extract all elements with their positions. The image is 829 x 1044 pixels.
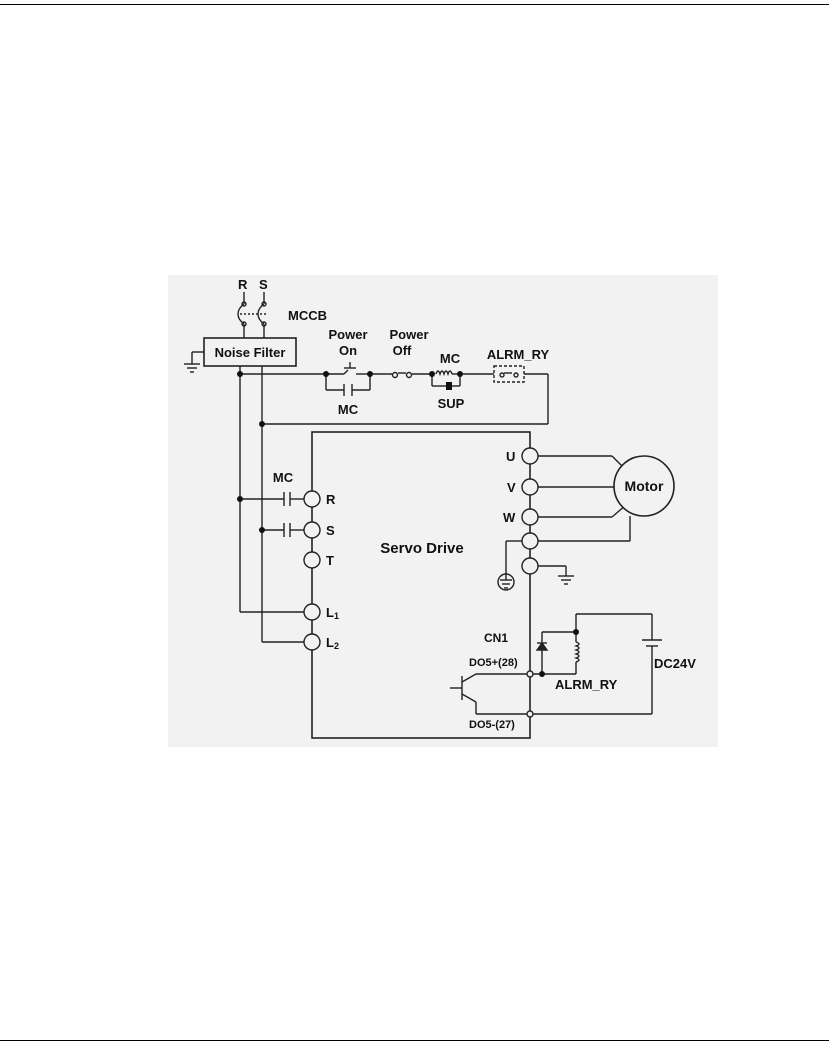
do5-minus-pin [526,710,534,718]
footer-rule [0,1040,829,1041]
label-r-top: R [238,277,248,292]
do5-plus-pin [526,670,534,678]
do5-transistor [450,673,527,715]
label-do5-minus: DO5-(27) [469,719,515,731]
label-s-top: S [259,277,268,292]
earth-ground-icon [558,566,574,585]
label-term-w: W [503,510,516,525]
alrm-ry-contact-box [493,365,525,383]
dc24v-battery [642,614,662,714]
terminal-l2 [303,633,321,651]
motor-circle [613,455,675,517]
label-term-l1: L1 [326,605,339,621]
label-mc-contact: MC [338,402,359,417]
header-rule [0,4,829,5]
servo-drive-box [311,431,531,739]
label-alrm-ry-bottom: ALRM_RY [555,677,618,692]
label-term-v: V [507,480,516,495]
label-term-s: S [326,523,335,538]
mccb-breaker [237,292,267,338]
label-power-off-2: Off [393,343,412,358]
label-mc-coil: MC [440,351,461,366]
terminal-l1 [303,603,321,621]
label-power-on-1: Power [328,327,367,342]
terminal-r [303,490,321,508]
servo-wiring-diagram: R S MCCB Noise Filter Power On Power Off… [168,275,718,747]
label-do5-plus: DO5+(28) [469,657,518,669]
alrm-ry-contact [499,372,519,378]
terminal-t [303,551,321,569]
label-term-u: U [506,449,515,464]
mc-hold-contact [325,374,371,396]
label-sup: SUP [438,396,465,411]
label-alrm-ry-top: ALRM_RY [487,347,550,362]
chassis-ground-icon [497,573,515,591]
sup-block [446,382,452,390]
label-power-on-2: On [339,343,357,358]
terminal-pe-motor [521,532,539,550]
junction-dots [237,371,579,677]
wiring-svg: R S MCCB Noise Filter Power On Power Off… [184,277,696,739]
label-cn1: CN1 [484,631,508,645]
label-term-t: T [326,553,334,568]
label-motor: Motor [625,478,664,494]
label-servo-drive: Servo Drive [380,540,463,557]
filter-ground-symbol [184,351,204,373]
terminal-u [521,447,539,465]
label-mccb: MCCB [288,308,327,323]
terminal-pe-ground [521,557,539,575]
terminal-w [521,508,539,526]
label-mc-left: MC [273,470,294,485]
label-power-off-1: Power [389,327,428,342]
label-term-r: R [326,492,336,507]
label-dc24v: DC24V [654,656,696,671]
terminal-s [303,521,321,539]
power-off-pushbutton [391,371,413,379]
alrm-ry-relay-coil [573,641,580,674]
label-term-l2: L2 [326,635,339,651]
mc-coil [431,370,461,387]
terminal-v [521,478,539,496]
power-on-pushbutton [326,362,370,375]
label-noise-filter: Noise Filter [215,345,286,360]
flyback-diode [535,641,549,651]
